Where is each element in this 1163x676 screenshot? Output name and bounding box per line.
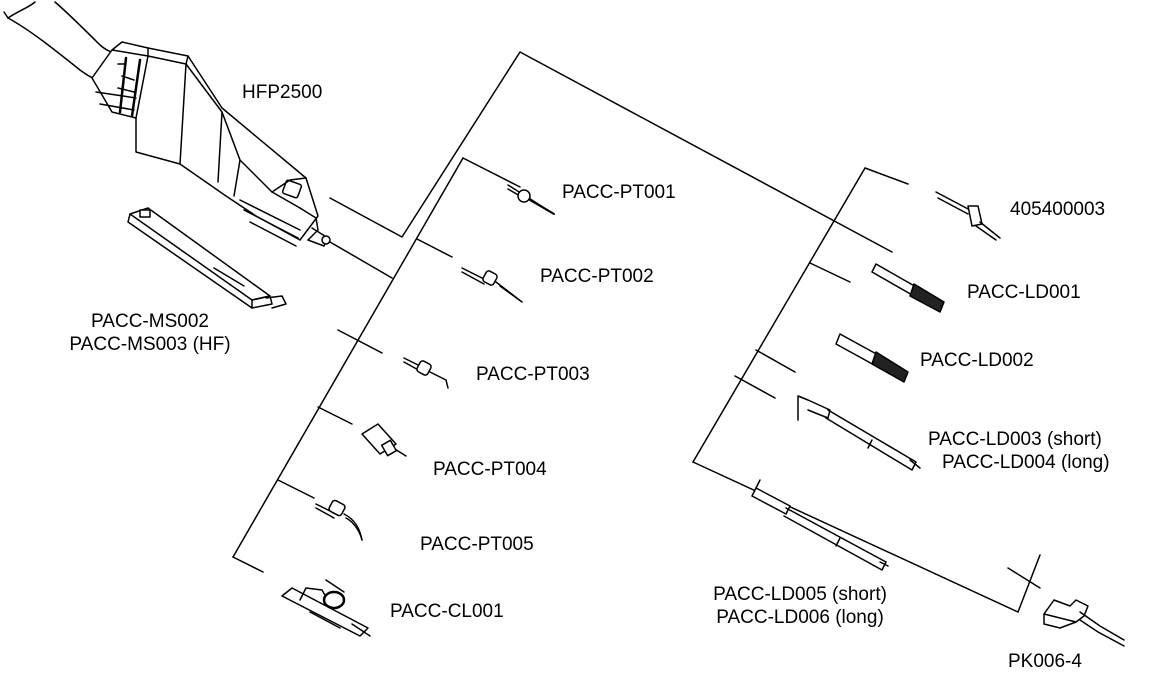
label-mount-line2: PACC-MS003 (HF) (69, 334, 231, 355)
tip-pt003-drawing (403, 357, 449, 389)
label-ld003-line1: PACC-LD003 (short) (928, 429, 1102, 450)
tip-cl001-drawing (281, 579, 371, 637)
label-mount-line1: PACC-MS002 (91, 311, 209, 332)
lead-405400003-drawing (935, 191, 1001, 241)
label-hfp2500: HFP2500 (242, 82, 323, 103)
label-ld005-line1: PACC-LD005 (short) (713, 584, 887, 605)
lead-ld001-drawing (871, 263, 945, 313)
label-pt005: PACC-PT005 (420, 534, 534, 555)
adapter-pk006-4-drawing (1043, 599, 1125, 647)
lead-ld003-drawing (797, 395, 921, 471)
label-pt001: PACC-PT001 (562, 182, 676, 203)
connector-lines (232, 51, 1041, 613)
mounting-base (127, 207, 287, 309)
tip-pt001-drawing (507, 184, 555, 215)
probe-cable (3, 1, 114, 82)
lead-ld002-drawing (835, 333, 909, 383)
label-pt002: PACC-PT002 (540, 266, 654, 287)
label-ld003-line2: PACC-LD004 (long) (942, 452, 1110, 473)
label-pt003: PACC-PT003 (476, 364, 590, 385)
label-pk006-4: PK006-4 (1008, 651, 1082, 672)
label-cl001: PACC-CL001 (390, 601, 504, 622)
label-405400003: 405400003 (1010, 199, 1106, 220)
tip-pt004-drawing (361, 423, 407, 457)
label-ld001: PACC-LD001 (967, 282, 1081, 303)
tip-pt002-drawing (461, 267, 523, 303)
label-ld002: PACC-LD002 (920, 350, 1034, 371)
label-pt004: PACC-PT004 (433, 459, 547, 480)
lead-ld005-drawing (751, 479, 889, 571)
probe-body (91, 41, 331, 247)
label-ld005-line2: PACC-LD006 (long) (716, 607, 884, 628)
tip-pt005-drawing (315, 499, 363, 541)
